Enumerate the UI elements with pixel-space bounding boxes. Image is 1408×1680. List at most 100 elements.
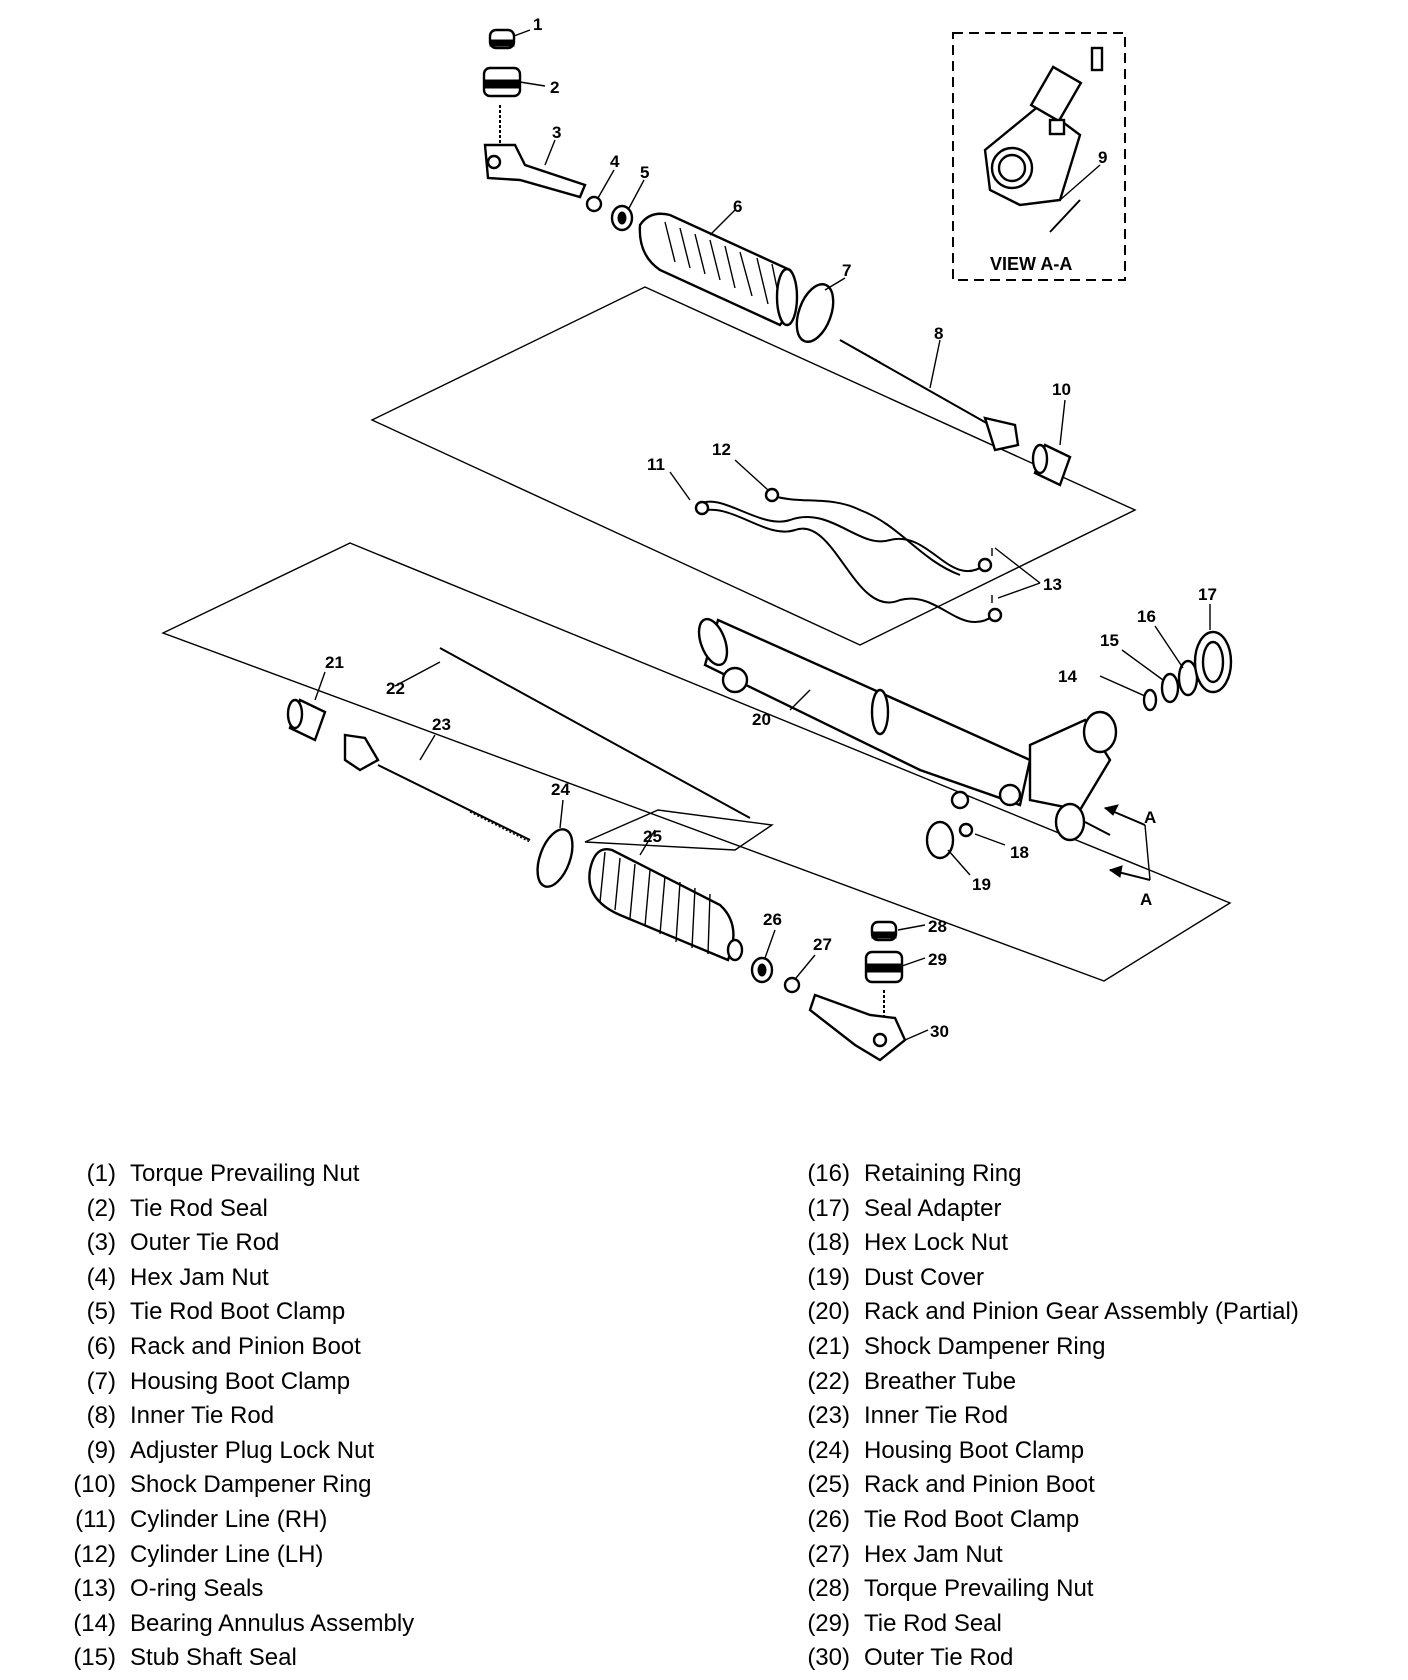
callout-13: 13 — [1043, 575, 1062, 594]
legend-item: (24)Housing Boot Clamp — [780, 1437, 1400, 1472]
legend-item-number: (11) — [75, 1505, 116, 1533]
legend-item: (8) Inner Tie Rod — [40, 1402, 720, 1437]
callout-18: 18 — [1010, 843, 1029, 862]
legend-item: (5)Tie Rod Boot Clamp — [40, 1298, 720, 1333]
legend-item-number: (23) — [807, 1402, 850, 1430]
legend-item-number: (27) — [807, 1540, 850, 1568]
lower-reference-plane — [161, 542, 1232, 982]
legend-column-right: (16)Retaining Ring(17) Seal Adapter (18)He… — [780, 1160, 1400, 1679]
tie-rod-boot-clamp-5 — [610, 204, 634, 232]
legend-item-name: Inner Tie Rod — [130, 1402, 275, 1430]
callout-12: 12 — [712, 440, 731, 459]
callout-21: 21 — [325, 653, 344, 672]
callout-11: 11 — [647, 455, 665, 474]
view-a-a-pinion-housing — [983, 46, 1104, 233]
legend-item: (13)O-ring Seals — [40, 1575, 720, 1610]
legend-item-number: (12) — [73, 1540, 116, 1568]
callout-9: 9 — [1098, 148, 1107, 167]
seal-adapter-17 — [1193, 630, 1233, 694]
legend-item-name: Tie Rod Seal — [864, 1609, 1002, 1637]
hex-lock-nut-18 — [958, 822, 974, 838]
section-arrows — [1103, 804, 1151, 881]
legend-item: (16)Retaining Ring — [780, 1160, 1400, 1195]
legend-item: (20)Rack and Pinion Gear Assembly (Parti… — [780, 1298, 1400, 1333]
rack-and-pinion-boot-25 — [588, 848, 744, 962]
legend-item-number: (29) — [807, 1609, 850, 1637]
line-fitting-11 — [694, 500, 710, 516]
legend-item-name: Torque Prevailing Nut — [130, 1160, 360, 1187]
legend-item: (9) Adjuster Plug Lock Nut — [40, 1437, 720, 1472]
legend-item: (30)Outer Tie Rod — [780, 1644, 1400, 1679]
callout-10: 10 — [1052, 380, 1071, 399]
legend-item-number: (25) — [807, 1471, 850, 1499]
legend-item: (1) Torque Prevailing Nut — [40, 1160, 720, 1195]
legend-item-number: (8) — [86, 1402, 116, 1430]
leader-lines — [314, 29, 1211, 1041]
legend-item-name: Dust Cover — [864, 1263, 985, 1291]
section-marker-a-lower: A — [1140, 890, 1152, 909]
callout-20: 20 — [752, 710, 771, 729]
callout-23: 23 — [432, 715, 451, 734]
callout-19: 19 — [972, 875, 991, 894]
outer-tie-rod-30 — [808, 990, 907, 1062]
upper-reference-plane — [370, 286, 1137, 646]
legend-item-number: (1) — [86, 1160, 116, 1187]
legend-item-name: Adjuster Plug Lock Nut — [130, 1436, 375, 1464]
shock-dampener-ring-10 — [1031, 443, 1072, 487]
rack-and-pinion-gear-assembly-20 — [697, 617, 1118, 842]
hex-jam-nut-27 — [783, 976, 801, 994]
legend-item-name: Cylinder Line (LH) — [130, 1540, 324, 1568]
callout-2: 2 — [550, 78, 559, 97]
legend-item-name: Breather Tube — [864, 1367, 1017, 1395]
legend-item: (19)Dust Cover — [780, 1264, 1400, 1299]
legend-item: (2) Tie Rod Seal — [40, 1195, 720, 1230]
legend-item-number: (28) — [807, 1575, 850, 1603]
legend-item-number: (10) — [73, 1471, 116, 1499]
legend-item-number: (26) — [807, 1505, 850, 1533]
legend-item-number: (22) — [807, 1367, 850, 1395]
torque-prevailing-nut-1 — [488, 28, 516, 50]
legend-item-name: Rack and Pinion Boot — [130, 1332, 361, 1360]
legend-item-name: Hex Jam Nut — [864, 1540, 1003, 1568]
legend-item: (11)Cylinder Line (RH) — [40, 1506, 720, 1541]
legend-item: (4)Hex Jam Nut — [40, 1264, 720, 1299]
legend-item-name: Rack and Pinion Gear Assembly (Partial) — [864, 1298, 1299, 1326]
outer-tie-rod-3 — [483, 105, 587, 199]
legend-item-name: Tie Rod Seal — [130, 1194, 268, 1222]
legend-item-name: Shock Dampener Ring — [130, 1471, 372, 1499]
inner-tie-rod-23 — [343, 733, 531, 843]
bearing-annulus-assembly-14 — [1142, 688, 1158, 712]
callout-17: 17 — [1198, 585, 1217, 604]
housing-boot-clamp-7 — [795, 283, 835, 343]
dust-cover-19 — [925, 820, 955, 860]
rack-and-pinion-boot-6 — [638, 212, 799, 327]
legend-item: (28)Torque Prevailing Nut — [780, 1575, 1400, 1610]
line-fitting-13b — [987, 607, 1003, 623]
legend-item-name: O-ring Seals — [130, 1575, 264, 1603]
legend-item-number: (3) — [86, 1229, 116, 1257]
legend-item: (15)Stub Shaft Seal — [40, 1644, 720, 1679]
tie-rod-boot-clamp-26 — [750, 956, 774, 984]
hex-jam-nut-4 — [585, 195, 603, 213]
cylinder-line-lh-12 — [769, 494, 961, 576]
legend-item: (29) Tie Rod Seal — [780, 1610, 1400, 1645]
legend-item-name: Hex Jam Nut — [130, 1263, 269, 1291]
legend-item-number: (2) — [86, 1194, 116, 1222]
legend-item-name: Hex Lock Nut — [864, 1229, 1009, 1257]
line-fitting-13a — [977, 557, 993, 573]
legend-item-number: (21) — [807, 1332, 850, 1360]
legend-item-number: (30) — [807, 1644, 850, 1672]
legend-item: (18)Hex Lock Nut — [780, 1229, 1400, 1264]
legend-item: (21)Shock Dampener Ring — [780, 1333, 1400, 1368]
tie-rod-seal-2 — [482, 66, 522, 98]
legend-item-number: (17) — [807, 1194, 850, 1222]
legend-item-number: (9) — [86, 1436, 116, 1464]
legend-item-number: (7) — [86, 1367, 116, 1395]
legend-item-name: Housing Boot Clamp — [130, 1367, 351, 1395]
legend-item-name: Seal Adapter — [864, 1194, 1002, 1222]
inner-tie-rod-8 — [839, 339, 1020, 452]
shock-dampener-ring-21 — [286, 698, 327, 742]
stub-shaft-seal-15 — [1160, 672, 1180, 704]
callout-16: 16 — [1137, 607, 1156, 626]
view-a-a-box — [952, 32, 1126, 281]
